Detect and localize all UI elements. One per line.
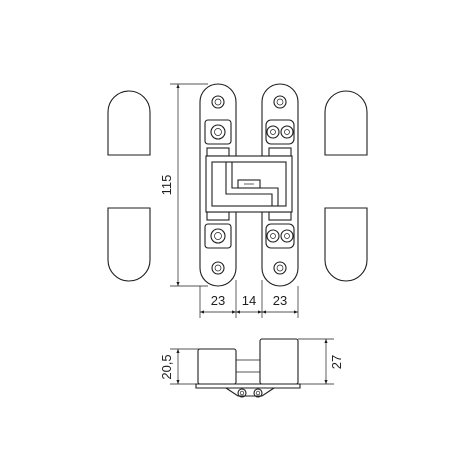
dimension-height-label: 115 [159,175,174,196]
dimension-side-small: 20,5 [159,348,200,385]
hinge-linkage [205,155,293,213]
screw-hole-icon [273,95,287,109]
adjust-screw-icon [210,228,226,244]
dimension-leaf-right-label: 23 [273,293,287,308]
recess-cutout-top-left [107,90,151,156]
screw-hole-icon [211,261,225,275]
recess-cutout-bottom-left [107,207,151,282]
adjust-screw-icon [280,229,294,243]
adjust-screw-icon [266,125,280,139]
dimension-gap-label: 14 [242,293,256,308]
hinge-side-view [195,338,301,398]
dimension-side-small-label: 20,5 [159,354,174,379]
recess-cutout-bottom-right [324,207,368,282]
dimension-side-large: 27 [298,338,344,385]
recess-cutout-top-right [324,90,368,156]
dimension-height: 115 [159,83,208,287]
screw-hole-icon [273,261,287,275]
dimension-widths: 23 14 23 [199,280,299,318]
adjust-screw-icon [266,229,280,243]
adjust-screw-icon [280,125,294,139]
screw-hole-icon [211,95,225,109]
dimension-leaf-left-label: 23 [211,293,225,308]
adjust-screw-icon [210,124,226,140]
dimension-side-large-label: 27 [329,355,344,369]
